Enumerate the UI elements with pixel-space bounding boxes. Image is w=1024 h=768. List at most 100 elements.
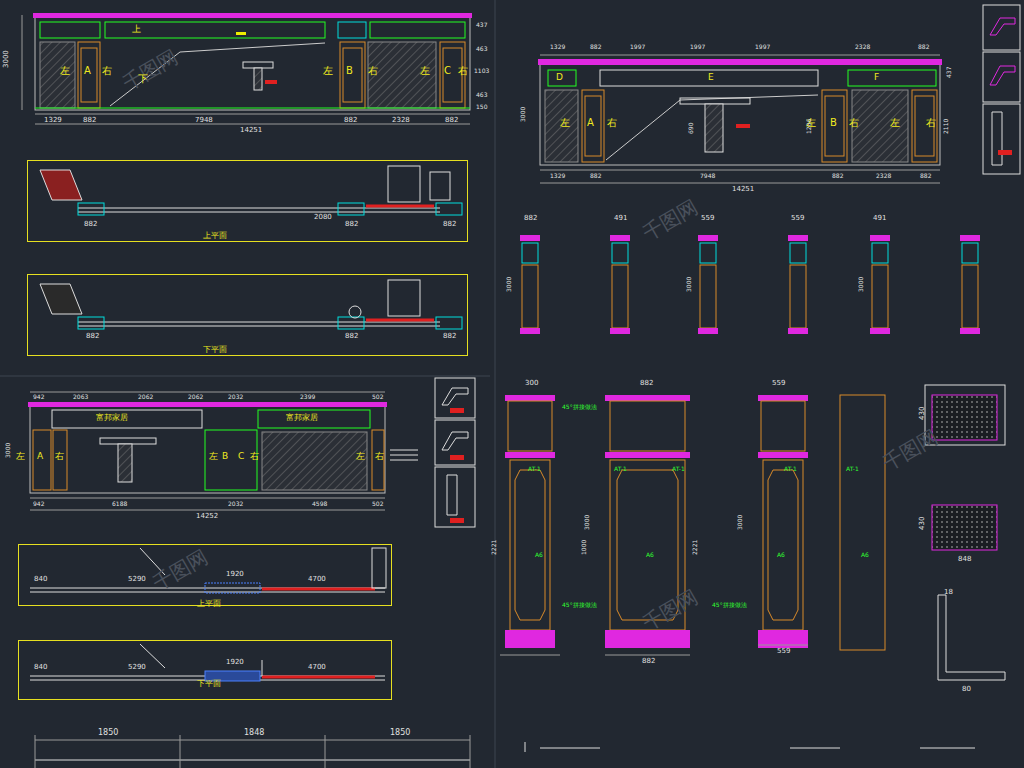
dimension-label: 14252 xyxy=(196,513,218,520)
label-text: 左 xyxy=(323,65,333,76)
label-text: 千图网 xyxy=(878,425,942,476)
dimension-label: 1920 xyxy=(226,659,244,666)
label-text: D xyxy=(556,72,563,82)
label-text: 882 xyxy=(524,214,537,222)
label-text: F xyxy=(874,72,879,82)
dimension-label: E xyxy=(708,73,714,82)
label-text: C xyxy=(444,65,451,76)
dimension-label: 882 xyxy=(832,173,843,179)
label-text: 7948 xyxy=(700,172,715,179)
dimension-label: 882 xyxy=(640,380,653,387)
dimension-label: 1850 xyxy=(390,729,410,737)
dimension-label: AT-1 xyxy=(528,466,541,472)
label-text: 1850 xyxy=(390,728,410,737)
label-text: 2080 xyxy=(314,213,332,221)
dimension-label: 559 xyxy=(701,215,714,222)
label-text: B xyxy=(830,117,837,128)
label-text: A xyxy=(84,65,91,76)
label-text: C xyxy=(238,451,244,461)
label-text: 2328 xyxy=(392,116,410,124)
dimension-label: 4700 xyxy=(308,576,326,583)
dimension-label: 3000 xyxy=(737,515,743,530)
dimension-label: 2328 xyxy=(855,44,870,50)
dimension-label: 右 xyxy=(368,66,378,76)
dimension-label: 942 xyxy=(33,501,44,507)
label-text: AT-1 xyxy=(672,465,685,472)
label-text: 3000 xyxy=(685,277,692,292)
label-text: 502 xyxy=(372,393,383,400)
label-text: 2110 xyxy=(942,119,949,134)
label-text: 1329 xyxy=(550,43,565,50)
dimension-label: 18 xyxy=(944,589,953,596)
dimension-label: AT-1 xyxy=(846,466,859,472)
label-text: 右 xyxy=(250,451,259,461)
dimension-label: 430 xyxy=(919,407,926,420)
label-text: 882 xyxy=(920,172,931,179)
dimension-label: 840 xyxy=(34,576,47,583)
label-text: 2221 xyxy=(691,540,698,555)
label-text: 右 xyxy=(368,65,378,76)
label-text: 882 xyxy=(345,220,358,228)
dimension-label: 右 xyxy=(375,452,384,461)
label-text: 左 xyxy=(560,117,570,128)
dimension-label: B xyxy=(222,452,228,461)
label-text: 1997 xyxy=(630,43,645,50)
dimension-label: 882 xyxy=(345,221,358,228)
label-text: 437 xyxy=(476,21,487,28)
label-text: 1997 xyxy=(690,43,705,50)
label-text: 右 xyxy=(458,65,468,76)
dimension-label: 882 xyxy=(642,658,655,665)
dimension-label: 942 xyxy=(33,394,44,400)
dimension-label: 882 xyxy=(590,173,601,179)
dimension-label: AT-1 xyxy=(784,466,797,472)
label-text: 559 xyxy=(701,214,714,222)
label-text: 7948 xyxy=(195,116,213,124)
label-text: 3000 xyxy=(4,443,11,458)
label-text: 1103 xyxy=(474,67,489,74)
dimension-label: 502 xyxy=(372,394,383,400)
label-text: 上 xyxy=(132,24,141,34)
dimension-label: AT-1 xyxy=(614,466,627,472)
dimension-label: 右 xyxy=(926,118,936,128)
dimension-label: 1997 xyxy=(690,44,705,50)
dimension-label: 4598 xyxy=(312,501,327,507)
dimension-label: 右 xyxy=(55,452,64,461)
watermark: 千图网 xyxy=(639,586,701,633)
label-text: 千图网 xyxy=(638,195,702,246)
label-text: 富邦家居 xyxy=(286,413,318,422)
label-text: 2328 xyxy=(876,172,891,179)
dimension-label: 富邦家居 xyxy=(96,414,128,422)
label-text: 1997 xyxy=(755,43,770,50)
dimension-label: 80 xyxy=(962,686,971,693)
dimension-label: 左 xyxy=(420,66,430,76)
dimension-label: 437 xyxy=(946,67,952,78)
label-text: 1920 xyxy=(226,658,244,666)
label-text: 左 xyxy=(16,451,25,461)
label-text: B xyxy=(222,451,228,461)
dimension-label: B xyxy=(346,66,353,76)
dimension-label: 45°拼接做法 xyxy=(562,404,597,410)
label-text: 430 xyxy=(918,517,926,530)
dimension-label: 7948 xyxy=(700,173,715,179)
label-text: B xyxy=(346,65,353,76)
label-text: 559 xyxy=(772,379,785,387)
label-text: 左 xyxy=(60,65,70,76)
dimension-label: 5290 xyxy=(128,664,146,671)
dimension-label: 左 xyxy=(890,118,900,128)
label-text: 2328 xyxy=(855,43,870,50)
dimension-label: 1920 xyxy=(226,571,244,578)
dimension-label: 882 xyxy=(918,44,929,50)
dimension-label: 437 xyxy=(476,22,487,28)
dimension-label: 45°拼接做法 xyxy=(562,602,597,608)
dimension-label: 882 xyxy=(344,117,357,124)
label-text: 45°拼接做法 xyxy=(562,601,597,608)
plan-title: 下平面 xyxy=(203,346,227,354)
dimension-label: D xyxy=(556,73,563,82)
label-text: 882 xyxy=(832,172,843,179)
label-text: 4700 xyxy=(308,663,326,671)
label-text: 150 xyxy=(476,103,487,110)
label-text: AT-1 xyxy=(528,465,541,472)
dimension-label: 3000 xyxy=(686,277,692,292)
dimension-label: A6 xyxy=(777,552,785,558)
